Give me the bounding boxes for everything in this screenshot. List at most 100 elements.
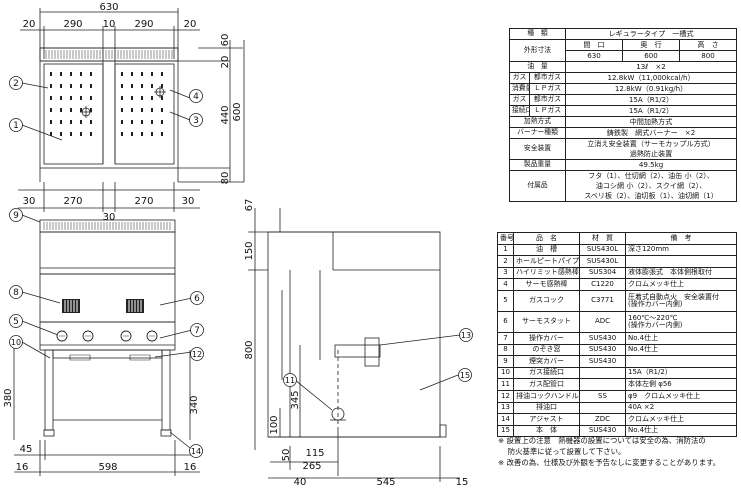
part-no: 14 [497,413,514,426]
part-remarks: No.4仕上 [625,343,737,357]
spec-heating-value: 中間加熱方式 [565,116,738,128]
part-remarks-sub: (操作カバー内側) [628,299,683,308]
dim-right-600: 600 [232,102,243,121]
dim-side-150: 150 [244,241,255,260]
spec-type-value: レギュラータイプ 一槽式 [565,28,738,40]
part-material: SUS430L [579,243,626,257]
spec-weight-value: 49.5kg [565,159,738,171]
callout-11: 11 [285,376,295,385]
fryer-vat-right [114,63,175,165]
part-no: 10 [497,366,514,380]
part-remarks-main: 圧着式自動点火 安全装置付 [628,292,719,301]
part-name: 操作カバー [513,331,580,345]
part-material: SUS430 [579,355,626,368]
dim-side-115: 115 [305,448,324,459]
dim-top-center-gap: 10 [103,19,116,30]
fryer-vat-left [43,63,104,165]
part-name: 排油口 [513,401,580,415]
spec-size-header-depth: 奥 行 [622,39,681,51]
note-line-1: ※ 設置上の注意 熱機器の設置については安全の為、消防法の [498,436,706,445]
spec-lp-gas-label-2: ＬＰガス [528,105,567,117]
callout-12: 12 [192,350,202,359]
part-remarks: No.4仕上 [625,331,737,345]
part-name: 油 槽 [513,243,580,257]
callout-1: 1 [13,121,19,131]
callout-9: 9 [13,211,19,221]
part-material: SUS430L [579,255,626,268]
part-material: SUS304 [579,266,626,280]
spec-connection-label: 接続口 [509,105,530,117]
part-material: C3771 [579,289,626,312]
part-remarks: クロムメッキ仕上 [625,413,737,426]
note-line-2: 防火基準に従って設置して下さい。 [498,447,626,456]
callout-15: 15 [460,371,470,380]
part-name: アジャスト [513,413,580,426]
part-remarks: φ9 クロムメッキ仕上 [625,389,737,403]
spec-safety-label: 安全装置 [508,138,567,160]
part-no: 3 [497,266,514,280]
parts-header-material: 材 質 [579,232,626,245]
dim-side-345: 345 [290,390,301,409]
dim-top-right-margin: 20 [184,19,197,30]
part-name: ガス配管口 [513,378,580,391]
spec-gas-label: ガス [509,72,530,84]
spec-accessories-label: 付属品 [508,170,567,202]
spec-connection-city: 15A（R1/2） [565,94,738,106]
dim-bottom-30-left: 30 [23,196,36,207]
part-no: 4 [497,278,514,291]
part-no: 2 [497,255,514,268]
dim-side-265: 265 [302,461,321,472]
part-material: ADC [579,310,626,333]
part-no: 1 [497,243,514,257]
spec-connection-lp: 15A（R1/2） [565,105,738,117]
part-remarks: クロムメッキ仕上 [625,278,737,291]
part-material: ZDC [579,413,626,426]
dim-side-100: 100 [269,415,280,434]
dim-bottom-center-30: 30 [103,212,116,223]
part-no: 11 [497,378,514,391]
dim-side-50: 50 [281,449,292,462]
spec-size-depth: 600 [622,50,681,62]
spec-city-gas-label-2: 都市ガス [528,94,567,106]
part-no: 13 [497,401,514,415]
spec-burner-label: バーナー種類 [508,127,567,139]
spec-gas-label-2: ガス [509,94,530,106]
dim-front-340: 340 [189,395,200,414]
part-remarks: 40A ×2 [625,401,737,415]
spec-size-height: 800 [679,50,738,62]
part-remarks-main: 160℃〜220℃ [628,313,678,322]
part-name: ガス接続口 [513,366,580,380]
spec-size-header-height: 高 さ [679,39,738,51]
part-name: 煙突カバー [513,355,580,368]
spec-oil-label: 油 量 [508,61,567,73]
dim-side-67: 67 [244,199,255,212]
dim-top-right-inner: 290 [134,19,153,30]
spec-table: 種 類 レギュラータイプ 一槽式 外形寸法 間 口 奥 行 高 さ 630 60… [508,28,738,202]
callout-2: 2 [13,79,19,89]
part-remarks: No.4仕上 [625,424,737,438]
part-material [579,366,626,380]
spec-safety-value-1: 立消え安全装置（サーモカップル方式） [565,138,738,149]
dim-front-598: 598 [98,462,117,473]
part-material: SUS430 [579,424,626,438]
part-no: 7 [497,331,514,345]
part-remarks [625,355,737,368]
spec-size-label: 外形寸法 [508,39,567,62]
spec-safety-value-2: 過熱防止装置 [565,149,738,160]
part-name: 排油コックハンドル [513,389,580,403]
spec-size-width: 630 [565,50,624,62]
dim-bottom-270-right: 270 [134,196,153,207]
spec-lp-gas-label: ＬＰガス [528,83,567,95]
part-remarks: 本体左側 φ56 [625,378,737,391]
dim-right-60: 60 [220,34,231,47]
part-material: SS [579,389,626,403]
part-remarks: 液体膨張式 本体側根取付 [625,266,737,280]
